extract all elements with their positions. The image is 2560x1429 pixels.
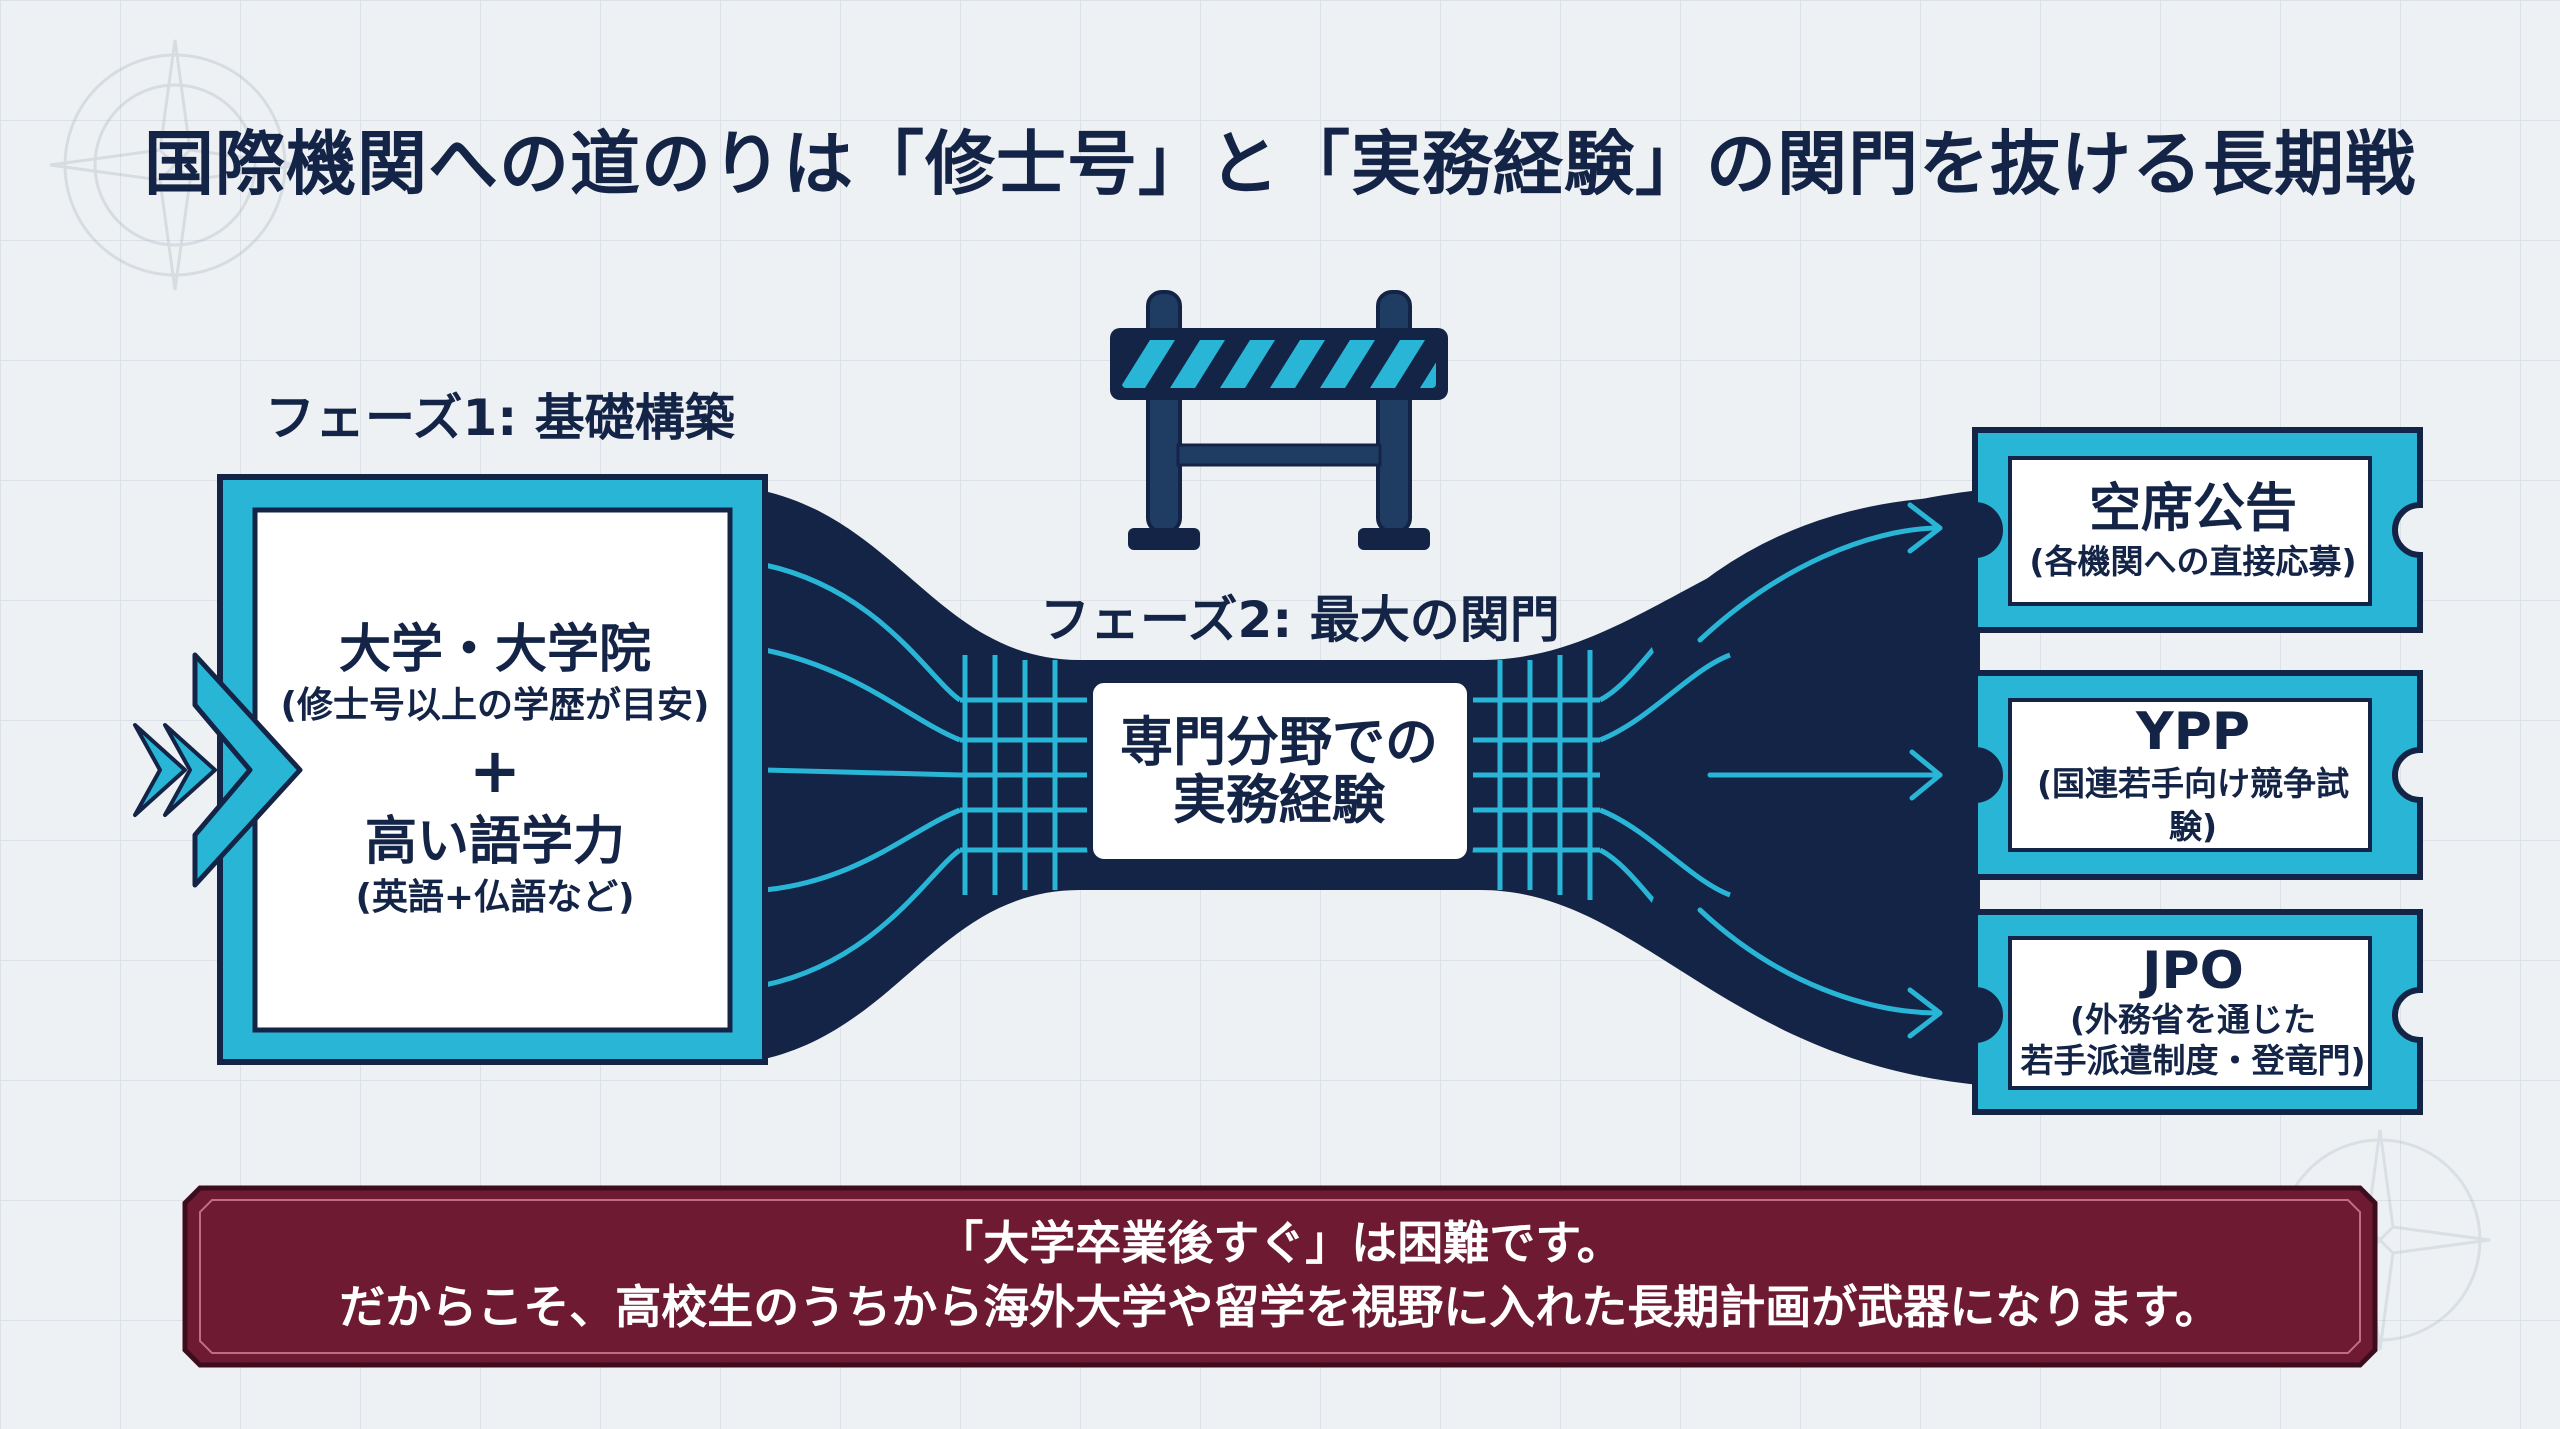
ticket-subtitle: (国連若手向け競争試験) — [2036, 764, 2350, 847]
left-fan-lines — [764, 562, 962, 988]
compass-rose-icon — [49, 39, 301, 291]
ticket-title: YPP — [2136, 701, 2250, 762]
chevron-arrow-icon — [133, 652, 303, 888]
experience-line1: 専門分野での — [1120, 711, 1438, 773]
experience-box-frame — [1087, 677, 1473, 865]
university-text: 大学・大学院 — [338, 619, 651, 680]
language-text: 高い語学力 — [364, 811, 625, 872]
ticket-vacancy: 空席公告 (各機関への直接応募) — [2015, 458, 2371, 604]
bottom-banner: 「大学卒業後すぐ」は困難です。 だからこそ、高校生のうちから海外大学や留学を視野… — [192, 1195, 2368, 1355]
banner-frame — [182, 1185, 2378, 1368]
banner-line2: だからこそ、高校生のうちから海外大学や留学を視野に入れた長期計画が武器になります… — [339, 1280, 2221, 1334]
right-grid — [1465, 650, 1600, 900]
degree-note: (修士号以上の学歴が目安) — [280, 684, 710, 726]
ticket-jpo: JPO (外務省を通じた 若手派遣制度・登竜門) — [2015, 938, 2371, 1088]
banner-line1: 「大学卒業後すぐ」は困難です。 — [937, 1215, 1623, 1270]
barrier-icon — [1110, 290, 1448, 550]
phase2-label: フェーズ2: 最大の関門 — [1040, 591, 1560, 649]
ticket-ypp: YPP (国連若手向け競争試験) — [2015, 700, 2371, 850]
experience-box: 専門分野での 実務経験 — [1098, 686, 1460, 858]
ticket-subtitle: (各機関への直接応募) — [2029, 541, 2357, 581]
ticket-title: JPO — [2142, 941, 2244, 1002]
ticket-frames — [1972, 427, 2423, 1115]
left-grid — [960, 655, 1090, 895]
branch-arrow-lines — [1697, 502, 1943, 1039]
language-note: (英語+仏語など) — [355, 876, 635, 918]
page-title: 国際機関への道のりは「修士号」と「実務経験」の関門を抜ける長期戦 — [144, 123, 2416, 205]
ticket-subtitle: (外務省を通じた 若手派遣制度・登竜門) — [2020, 1000, 2366, 1081]
experience-line2: 実務経験 — [1173, 770, 1385, 831]
phase1-box: 大学・大学院 (修士号以上の学歴が目安) + 高い語学力 (英語+仏語など) — [260, 512, 730, 1027]
plus-sign: + — [469, 734, 521, 808]
ticket-title: 空席公告 — [2088, 479, 2297, 540]
phase1-label: フェーズ1: 基礎構築 — [265, 389, 735, 447]
phase1-box-inner — [252, 507, 733, 1033]
